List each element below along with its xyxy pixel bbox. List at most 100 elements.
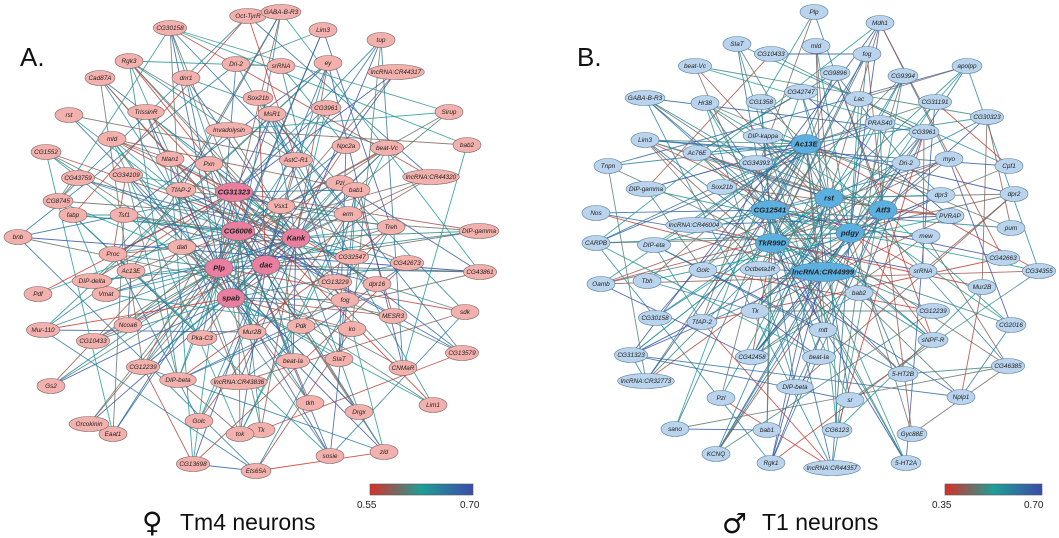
node-label: Tk — [257, 427, 265, 434]
node-tup: tup — [366, 32, 396, 48]
node-nos: Nos — [581, 205, 611, 221]
edge — [805, 143, 942, 196]
edge — [751, 292, 860, 358]
node-label: CG8745 — [46, 198, 70, 205]
node-shape — [754, 46, 788, 62]
node-dri-2: Dri-2 — [891, 155, 921, 171]
node-label: Ac13E — [793, 140, 818, 149]
node-shape — [315, 448, 345, 464]
edge — [88, 189, 357, 425]
node-pka-c3: Pka-C3 — [186, 330, 218, 346]
node-shape — [155, 151, 185, 167]
node-bnb: bnb — [3, 229, 33, 245]
edge — [271, 113, 297, 239]
node-mld: mld — [97, 131, 127, 147]
edge — [92, 297, 232, 342]
edge — [239, 264, 267, 435]
node-5-ht2b: 5-HT2B — [887, 366, 919, 382]
node-shape — [458, 223, 500, 239]
node-label: Eaat1 — [105, 431, 122, 438]
node-shape — [114, 53, 144, 69]
node-label: bab2 — [460, 142, 475, 149]
node-label: apolpp — [957, 63, 977, 70]
node-lim3: Lim3 — [630, 132, 660, 148]
node-label: Mur2B — [973, 284, 993, 291]
edge — [37, 191, 235, 295]
edge — [720, 197, 830, 399]
edge — [805, 116, 988, 145]
node-fog: fog — [330, 292, 360, 308]
node-label: PRAS40 — [868, 120, 893, 127]
edge — [125, 174, 297, 239]
node-label: dpr16 — [369, 281, 386, 288]
node-label: SIaT — [730, 41, 745, 48]
node-label: bab1 — [760, 427, 775, 434]
node-ac13e: Ac13E — [790, 134, 822, 154]
node-label: beat-Ia — [809, 354, 829, 361]
panel-a-scale-min: 0.55 — [357, 500, 377, 511]
node-label: Hr38 — [698, 100, 712, 107]
node-oct-tyrr: Oct-TyrR — [229, 8, 267, 24]
node-shape — [819, 65, 851, 81]
node-shape — [690, 95, 720, 111]
node-shape — [333, 206, 363, 222]
male-symbol-icon: ♂ — [722, 507, 747, 538]
edge — [644, 139, 830, 199]
node-shape — [390, 255, 424, 271]
node-beat-ia: beat-Ia — [276, 353, 310, 369]
edge — [169, 27, 450, 113]
node-ey: ey — [313, 55, 343, 71]
edge — [882, 209, 913, 435]
node-label: 5-HT2A — [895, 460, 917, 467]
node-shape — [917, 332, 949, 348]
node-lncrna-cr44999: lncRNA:CR44999 — [790, 262, 856, 282]
node-shape — [739, 261, 781, 277]
node-tk: Tk — [740, 303, 770, 319]
node-label: tkh — [306, 400, 315, 407]
edge — [233, 191, 404, 369]
edge — [715, 197, 830, 455]
node-shape — [688, 262, 718, 278]
node-shape — [996, 220, 1026, 236]
node-shape — [126, 359, 160, 375]
node-shape — [26, 322, 60, 338]
node-pdf: Pdf — [23, 286, 53, 302]
node-shape — [614, 347, 648, 363]
node-shape — [844, 285, 874, 301]
node-label: Tnpn — [601, 163, 616, 170]
edge — [111, 138, 357, 191]
edge — [230, 297, 311, 404]
node-label: Golc — [696, 267, 710, 274]
node-shape — [378, 308, 408, 324]
edge — [849, 53, 868, 234]
node-ncoa6: Ncoa6 — [113, 317, 143, 333]
node-lim3: Lim3 — [308, 22, 338, 38]
edge — [145, 111, 434, 406]
edge — [265, 264, 481, 273]
node-shape — [586, 276, 616, 292]
node-label: CG34393 — [742, 160, 770, 167]
node-label: Ac76E — [687, 150, 708, 157]
edge — [265, 145, 347, 266]
node-label: CG32547 — [338, 254, 366, 261]
node-label: GABA-B-R3 — [628, 95, 663, 102]
node-label: DIP-kappa — [748, 133, 779, 140]
panel-b-scale-min: 0.35 — [932, 500, 952, 511]
node-shape — [376, 219, 406, 235]
node-label: CG13698 — [179, 461, 207, 468]
edge — [653, 244, 703, 323]
node-shape — [887, 68, 919, 84]
node-tfap-2: TfAP-2 — [165, 182, 197, 198]
node-shape — [890, 455, 922, 471]
node-shape — [986, 250, 1020, 266]
node-ntan1: Ntan1 — [155, 151, 185, 167]
node-cg34355: CG34355 — [1022, 263, 1056, 279]
node-cg30323: CG30323 — [970, 109, 1004, 125]
node-shape — [750, 200, 790, 220]
node-shape — [835, 392, 865, 408]
node-cg42673: CG42673 — [390, 255, 424, 271]
edge — [233, 39, 382, 193]
node-cg42663: CG42663 — [986, 250, 1020, 266]
node-label: Lac — [854, 96, 865, 103]
edge — [644, 97, 934, 341]
